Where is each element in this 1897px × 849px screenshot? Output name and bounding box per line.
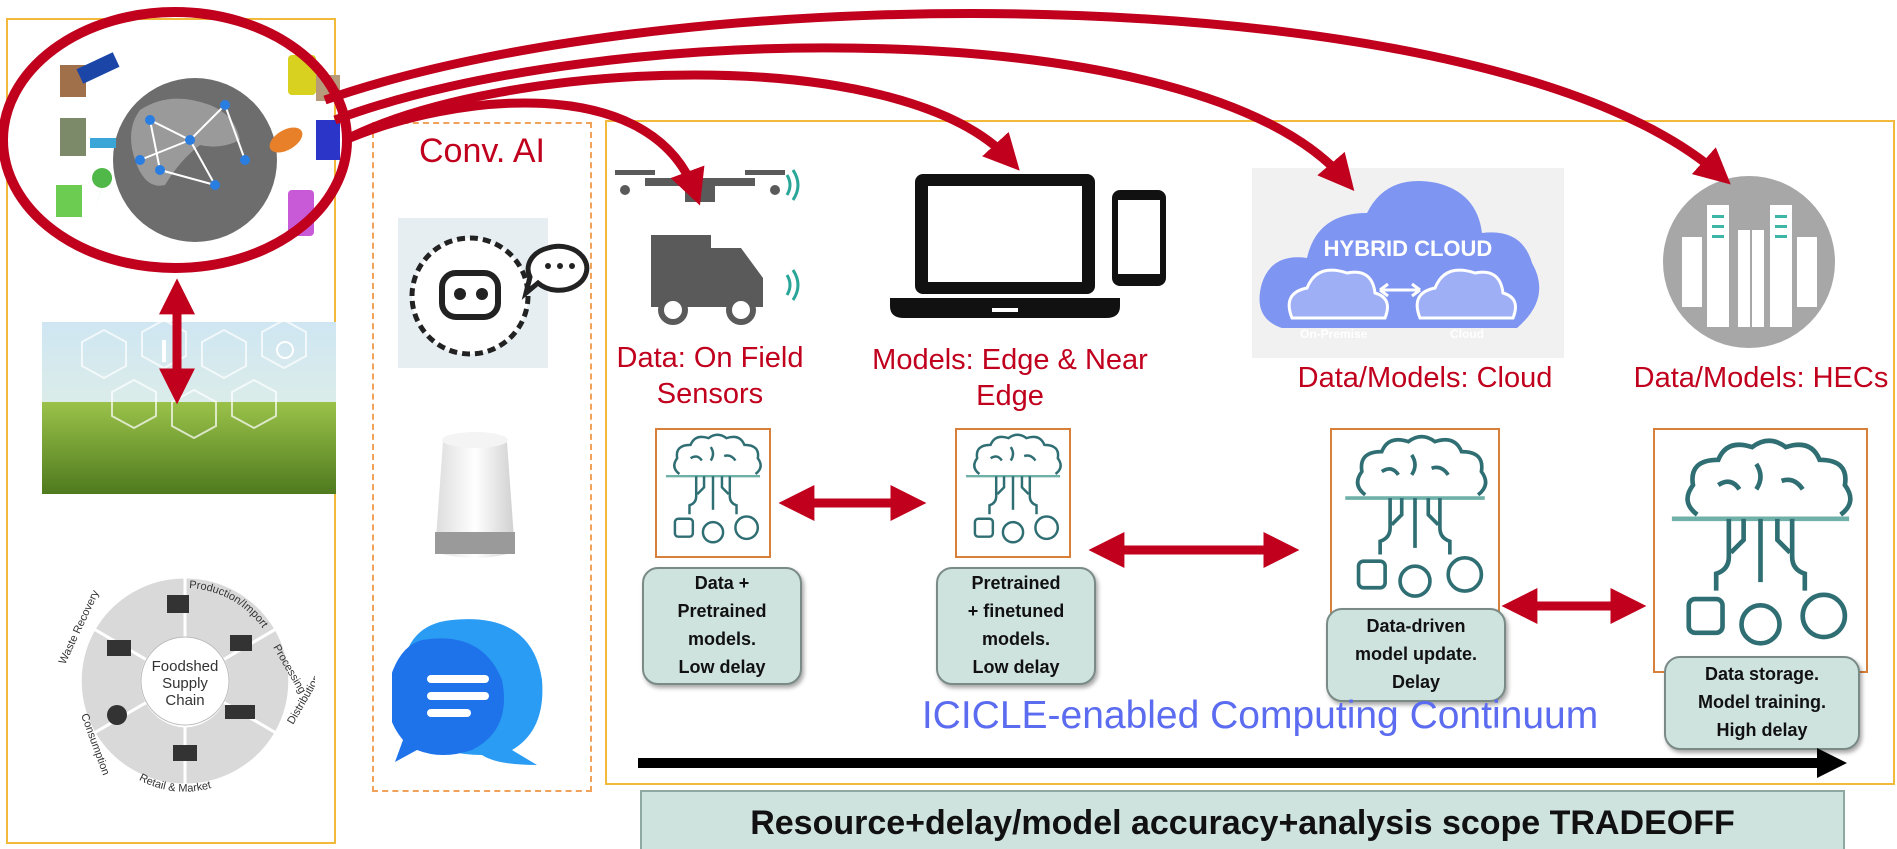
chat-bubbles-icon: [392, 619, 543, 765]
tradeoff-banner: Resource+delay/model accuracy+analysis s…: [640, 790, 1845, 849]
globe-data-icon: [56, 52, 340, 242]
hybrid-cloud-title: HYBRID CLOUD: [1324, 236, 1493, 261]
model-box-edge: [955, 428, 1071, 558]
supply-chain-center-line2: Supply: [162, 675, 208, 692]
supply-chain-wheel: Foodshed Supply Chain Production/Import …: [57, 575, 315, 795]
tier-label-edge: Models: Edge & Near Edge: [872, 344, 1148, 413]
callout-field: Data + Pretrained models. Low delay: [642, 567, 802, 685]
arrow-to-edge: [342, 70, 1020, 171]
callout-hec: Data storage. Model training. High delay: [1664, 656, 1860, 750]
tier-label-cloud: Data/Models: Cloud: [1297, 362, 1553, 394]
brain-circuit-icon: [1345, 434, 1488, 598]
tier-label-field-sensors: Data: On Field Sensors: [616, 342, 804, 411]
globe-highlight-ellipse: [0, 7, 352, 273]
chatbot-icon: [398, 218, 590, 368]
tier-label-hec: Data/Models: HECs: [1633, 362, 1889, 394]
supply-chain-center-line3: Chain: [165, 692, 204, 709]
hybrid-cloud-onprem: On-Premise: [1300, 327, 1368, 341]
laptop-phone-icon: [890, 174, 1166, 318]
arrow-to-cloud: [333, 43, 1355, 191]
brain-circuit-icon: [965, 433, 1062, 544]
callout-cloud: Data-driven model update. Delay: [1326, 608, 1506, 702]
hybrid-cloud-cloud: Cloud: [1450, 327, 1484, 341]
hec-datacenter-icon: [1663, 176, 1835, 348]
conv-ai-panel: [372, 122, 592, 792]
brain-circuit-icon: [1671, 438, 1853, 646]
hybrid-cloud-icon: HYBRID CLOUD On-Premise Cloud: [1252, 168, 1564, 358]
callout-edge: Pretrained + finetuned models. Low delay: [936, 567, 1096, 685]
model-box-cloud: [1330, 428, 1500, 618]
model-box-hec: [1653, 428, 1868, 673]
supply-chain-center-line1: Foodshed: [152, 658, 219, 675]
smart-farm-image: [42, 322, 336, 494]
conv-ai-title: Conv. AI: [419, 132, 545, 170]
model-box-field: [655, 428, 771, 558]
continuum-title: ICICLE-enabled Computing Continuum: [921, 694, 1599, 737]
arrow-to-hec: [323, 9, 1731, 185]
continuum-panel: [605, 120, 1895, 785]
brain-circuit-icon: [665, 433, 762, 544]
smart-speaker-icon: [435, 432, 515, 558]
